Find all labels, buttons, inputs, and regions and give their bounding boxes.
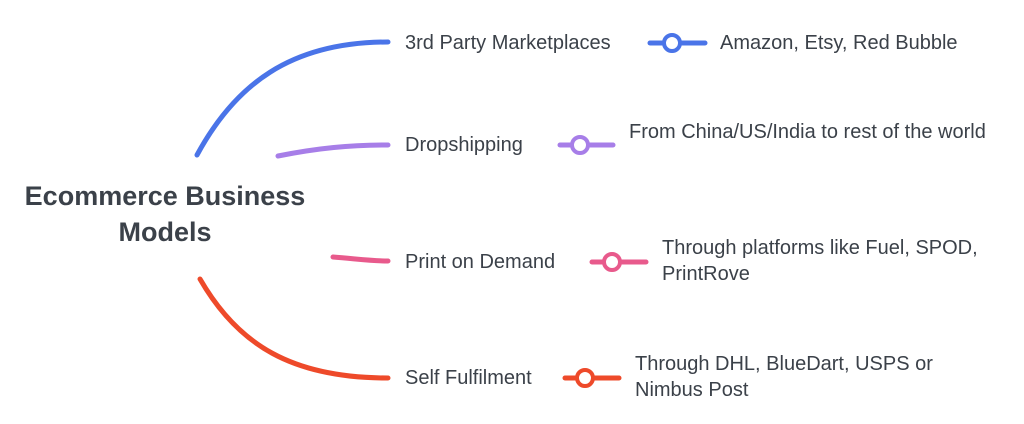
branch-self-fulfilment[interactable]: Self Fulfilment bbox=[405, 367, 532, 389]
connector-dropshipping bbox=[275, 142, 391, 159]
connector-print-on-demand bbox=[330, 254, 391, 264]
root-topic-line2: Models bbox=[118, 217, 212, 247]
node-self-fulfilment[interactable] bbox=[575, 368, 595, 388]
leaf-self-fulfilment[interactable]: Through DHL, BlueDart, USPS or Nimbus Po… bbox=[635, 353, 933, 401]
leaf-print-on-demand[interactable]: Through platforms like Fuel, SPOD, Print… bbox=[662, 237, 978, 285]
root-topic-line1: Ecommerce Business bbox=[24, 181, 306, 211]
branch-print-on-demand[interactable]: Print on Demand bbox=[405, 251, 556, 273]
node-print-on-demand[interactable] bbox=[602, 252, 622, 272]
node-dropshipping[interactable] bbox=[570, 135, 590, 155]
connector-self-fulfilment bbox=[197, 276, 391, 381]
connector-marketplaces bbox=[194, 39, 391, 158]
branch-dropshipping[interactable]: Dropshipping bbox=[405, 134, 523, 156]
leaf-dropshipping[interactable]: From China/US/India to rest of the world bbox=[629, 121, 986, 143]
branch-marketplaces[interactable]: 3rd Party Marketplaces bbox=[405, 32, 611, 54]
leaf-marketplaces[interactable]: Amazon, Etsy, Red Bubble bbox=[720, 32, 958, 54]
root-topic[interactable]: Ecommerce Business Models bbox=[0, 178, 330, 250]
node-marketplaces[interactable] bbox=[662, 33, 682, 53]
